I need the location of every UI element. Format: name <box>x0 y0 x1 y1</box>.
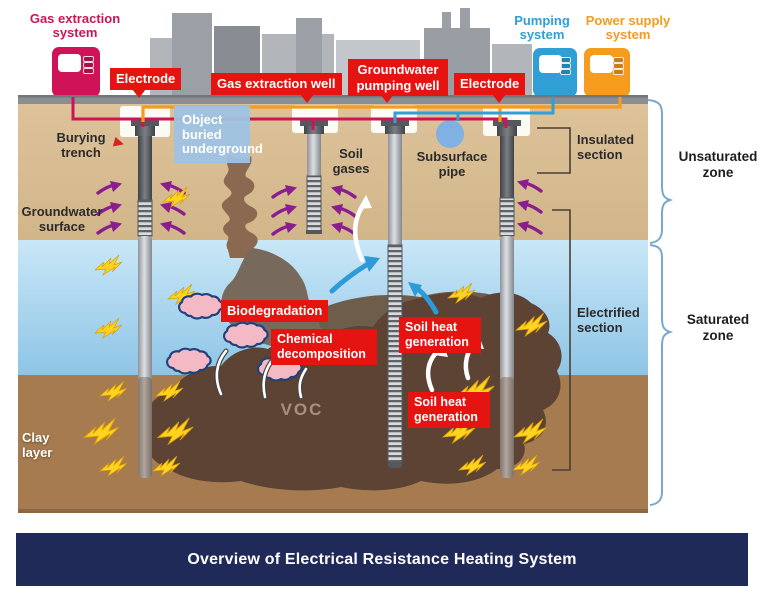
chemical-decomposition-callout: Chemical decomposition <box>271 329 377 365</box>
voc-label: VOC <box>280 400 324 419</box>
insulated-section-bracket <box>537 127 571 174</box>
title-banner-text: Overview of Electrical Resistance Heatin… <box>187 550 577 568</box>
device-screen <box>590 55 613 73</box>
power-supply-system-label: Power supply system <box>585 13 671 43</box>
pointer-triangle <box>132 89 146 98</box>
water-pipe <box>393 97 555 123</box>
groundwater-pumping-well-shaft <box>381 120 409 468</box>
gas-extraction-system-label: Gas extraction system <box>29 11 121 41</box>
electrified-section-bracket <box>552 209 571 471</box>
subsurface-pipe-label: Subsurface pipe <box>416 149 488 179</box>
street-line <box>18 95 648 98</box>
water-flow-arrows <box>329 256 439 315</box>
unsaturated-zone-brace <box>647 99 674 244</box>
subsurface-pipe-circle <box>436 120 464 148</box>
device-vent <box>83 68 94 74</box>
soil-heat-generation-upper-callout: Soil heat generation <box>399 317 481 353</box>
device-vent <box>613 69 624 75</box>
device-vent <box>560 63 571 69</box>
pointer-triangle <box>300 94 314 103</box>
factory-chimney <box>442 12 451 32</box>
unsaturated-zone-label: Unsaturated zone <box>678 149 758 181</box>
device-vent <box>560 69 571 75</box>
insulated-section-label: Insulated section <box>577 132 635 162</box>
electrified-section-label: Electrified section <box>577 305 640 335</box>
device-vent <box>560 57 571 63</box>
soil-gases-label: Soil gases <box>332 146 370 176</box>
device-vent <box>613 63 624 69</box>
device-vent <box>613 57 624 63</box>
device-vent <box>83 56 94 62</box>
electrode-well-left <box>131 120 159 478</box>
pumping-unit <box>533 48 577 97</box>
soil-heat-generation-lower-callout: Soil heat generation <box>408 392 490 428</box>
pointer-triangle <box>492 94 506 103</box>
device-vent <box>83 62 94 68</box>
factory-chimney <box>460 8 470 32</box>
saturated-zone-label: Saturated zone <box>686 312 750 344</box>
burying-trench-label: Burying trench <box>56 130 106 160</box>
ground-surface-bar <box>18 95 648 104</box>
power-supply-unit <box>584 48 630 97</box>
saturated-zone-brace <box>649 244 674 506</box>
voc-plume-snake <box>221 155 258 258</box>
pumping-system-label: Pumping system <box>514 13 570 43</box>
pointer-triangle <box>380 94 394 103</box>
biodegradation-callout: Biodegradation <box>221 300 329 322</box>
gas-rise-arrows <box>214 195 484 400</box>
electrode-well-right <box>493 120 521 478</box>
object-buried-underground-box: Object buried underground <box>174 106 263 163</box>
electrode-right-callout: Electrode <box>454 73 526 95</box>
electrode-left-callout: Electrode <box>110 68 182 90</box>
groundwater-surface-label: Groundwater surface <box>21 204 103 234</box>
clay-bottom-edge <box>18 509 648 513</box>
gas-extraction-well-callout: Gas extraction well <box>211 73 342 95</box>
device-screen <box>58 54 81 72</box>
clay-layer-label: Clay layer <box>22 430 53 460</box>
title-banner: Overview of Electrical Resistance Heatin… <box>16 533 748 586</box>
groundwater-pumping-well-callout: Groundwater pumping well <box>348 59 448 97</box>
gas-extraction-unit <box>52 47 100 97</box>
device-screen <box>539 55 562 73</box>
